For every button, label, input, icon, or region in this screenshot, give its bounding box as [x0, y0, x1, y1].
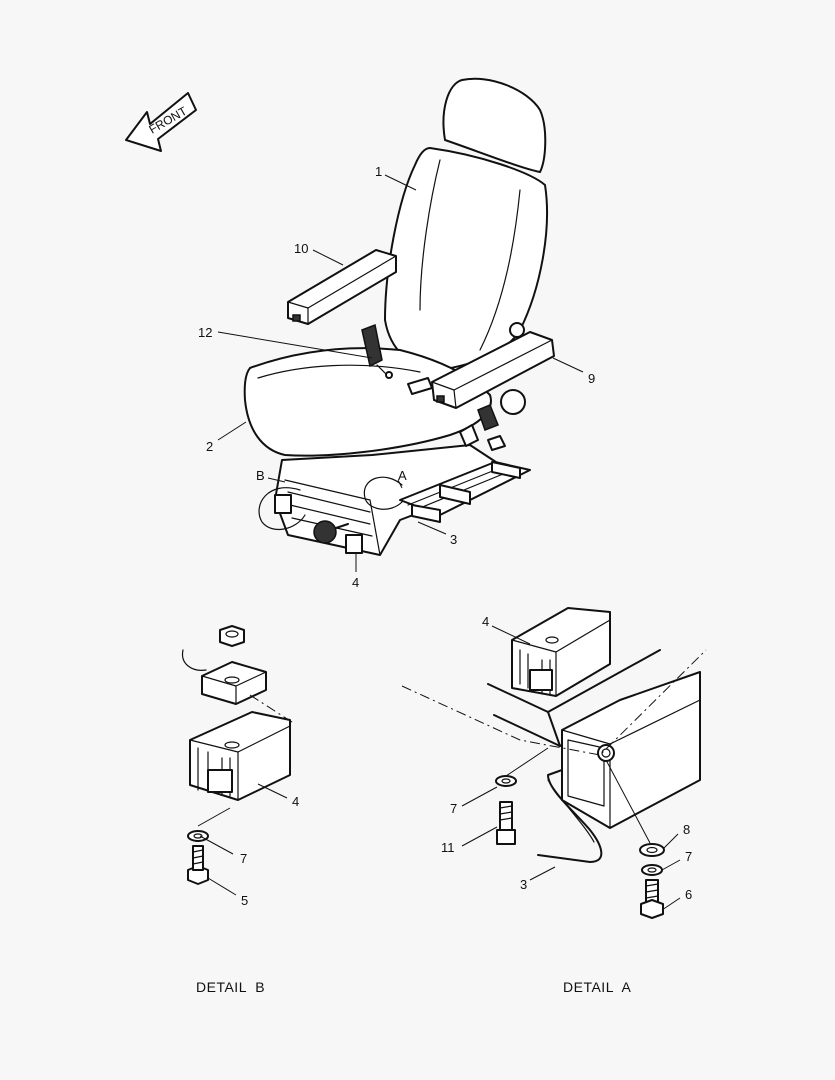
- callout-A: A: [398, 468, 407, 483]
- seat-assembly: [243, 77, 555, 556]
- headrest: [442, 77, 547, 173]
- detail-b-callout-7: 7: [240, 851, 247, 866]
- callout-1: 1: [375, 164, 382, 179]
- callout-9: 9: [588, 371, 595, 386]
- detail-a-callout-11: 11: [441, 840, 455, 855]
- callout-3: 3: [450, 532, 457, 547]
- callout-B: B: [256, 468, 265, 483]
- detail-a-callout-8: 8: [683, 822, 690, 837]
- callout-12: 12: [198, 325, 212, 340]
- detail-a: [401, 607, 707, 919]
- armrest-left: [287, 249, 397, 325]
- callout-2: 2: [206, 439, 213, 454]
- detail-a-caption: DETAIL A: [563, 979, 631, 995]
- detail-a-callout-3: 3: [520, 877, 527, 892]
- callout-10: 10: [294, 241, 308, 256]
- detail-b: [181, 625, 296, 896]
- detail-a-callout-7b: 7: [685, 849, 692, 864]
- detail-b-callout-5: 5: [241, 893, 248, 908]
- detail-a-callout-7: 7: [450, 801, 457, 816]
- detail-b-callout-4: 4: [292, 794, 299, 809]
- callout-4: 4: [352, 575, 359, 590]
- detail-a-callout-6: 6: [685, 887, 692, 902]
- detail-a-callout-4: 4: [482, 614, 489, 629]
- front-arrow-icon: FRONT: [125, 92, 197, 152]
- seat-belt: [361, 323, 383, 368]
- seat-cushion: [243, 347, 492, 457]
- main-leaders: [217, 174, 584, 572]
- detail-b-caption: DETAIL B: [196, 979, 265, 995]
